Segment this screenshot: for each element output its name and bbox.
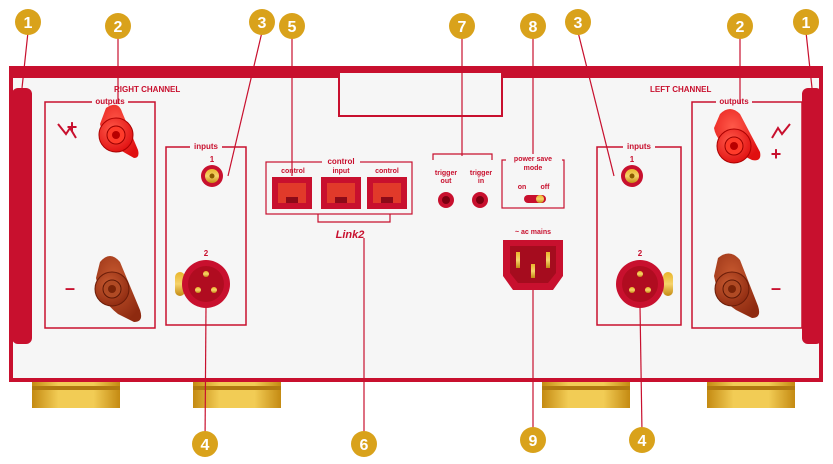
ac-mains-group: ~ ac mains (503, 229, 563, 290)
trigger-out-jack[interactable] (438, 192, 454, 208)
trigger-in-label-1: trigger (470, 170, 492, 177)
callout-2-right: 2 (727, 13, 753, 39)
svg-text:7: 7 (458, 19, 467, 36)
control-port-2[interactable] (321, 177, 361, 209)
callout-3-left: 3 (249, 9, 275, 35)
left-inputs-label: inputs (627, 142, 652, 151)
foot-4 (707, 378, 795, 408)
trigger-in-jack[interactable] (472, 192, 488, 208)
left-inputs-group: inputs 1 2 (596, 141, 682, 326)
left-outputs-label: outputs (719, 97, 749, 106)
power-save-group: power save mode on off (501, 153, 565, 209)
svg-text:2: 2 (736, 19, 745, 36)
right-input-2-label: 2 (204, 249, 209, 258)
callout-9: 9 (520, 427, 546, 453)
callout-7: 7 (449, 13, 475, 39)
callout-8: 8 (520, 13, 546, 39)
right-plus-sign: + (67, 117, 78, 137)
svg-text:2: 2 (114, 19, 123, 36)
foot-2 (193, 378, 281, 408)
left-input-1-label: 1 (630, 155, 635, 164)
callout-6: 6 (351, 431, 377, 457)
right-xlr-input[interactable] (175, 260, 230, 308)
right-minus-sign: – (65, 278, 75, 298)
callout-4-right: 4 (629, 427, 655, 453)
svg-text:1: 1 (24, 15, 33, 32)
svg-text:3: 3 (574, 15, 583, 32)
trigger-in-label-2: in (478, 178, 484, 185)
power-save-switch[interactable] (524, 195, 546, 203)
warning-icon (771, 123, 791, 139)
svg-text:4: 4 (638, 433, 647, 450)
right-negative-binding-post[interactable] (94, 256, 142, 322)
left-outputs-group: outputs + – (691, 96, 803, 329)
ac-mains-label: ~ ac mains (515, 229, 551, 236)
left-plus-sign: + (771, 144, 782, 164)
right-positive-binding-post[interactable] (98, 104, 139, 158)
trigger-group: trigger out trigger in (432, 153, 493, 208)
control-group: control control input control Link2 (265, 156, 413, 241)
power-save-label-2: mode (524, 165, 543, 172)
left-handle (12, 88, 32, 344)
left-rca-input[interactable] (621, 165, 643, 187)
control-port-3[interactable] (367, 177, 407, 209)
control-out-label: control (281, 168, 305, 175)
svg-text:8: 8 (529, 19, 538, 36)
svg-text:1: 1 (802, 15, 811, 32)
left-negative-binding-post[interactable] (714, 253, 760, 318)
svg-text:9: 9 (529, 433, 538, 450)
switch-off-label: off (541, 184, 551, 191)
left-xlr-input[interactable] (616, 260, 673, 308)
svg-text:5: 5 (288, 19, 297, 36)
right-inputs-group: inputs 1 2 (165, 141, 247, 326)
right-input-1-label: 1 (210, 155, 215, 164)
trigger-out-label-2: out (441, 178, 453, 185)
left-positive-binding-post[interactable] (714, 109, 761, 164)
svg-text:3: 3 (258, 15, 267, 32)
foot-3 (542, 378, 630, 408)
callout-4-left: 4 (192, 431, 218, 457)
callout-lines (21, 31, 813, 445)
foot-1 (32, 378, 120, 408)
right-inputs-label: inputs (194, 142, 219, 151)
callout-2-left: 2 (105, 13, 131, 39)
callout-1-right: 1 (793, 9, 819, 35)
control-port-1[interactable] (272, 177, 312, 209)
callout-5: 5 (279, 13, 305, 39)
trigger-out-label-1: trigger (435, 170, 457, 177)
left-minus-sign: – (771, 278, 781, 298)
feet (32, 378, 795, 408)
svg-text:4: 4 (201, 437, 210, 454)
svg-text:6: 6 (360, 437, 369, 454)
right-rca-input[interactable] (201, 165, 223, 187)
link2-logo: Link2 (336, 229, 365, 241)
switch-on-label: on (518, 184, 527, 191)
control-group-label: control (327, 157, 354, 166)
callout-1-left: 1 (15, 9, 41, 35)
control-in-label: input (332, 168, 350, 175)
callout-3-right: 3 (565, 9, 591, 35)
right-outputs-label: outputs (95, 97, 125, 106)
power-save-label-1: power save (514, 156, 552, 163)
top-window (338, 71, 503, 117)
control-out2-label: control (375, 168, 399, 175)
warning-icon (57, 123, 77, 139)
left-input-2-label: 2 (638, 249, 643, 258)
right-handle (802, 88, 822, 344)
right-outputs-group: outputs + – (44, 96, 156, 329)
right-channel-label: RIGHT CHANNEL (114, 85, 180, 94)
left-channel-label: LEFT CHANNEL (650, 85, 711, 94)
ac-mains-socket[interactable] (503, 240, 563, 290)
